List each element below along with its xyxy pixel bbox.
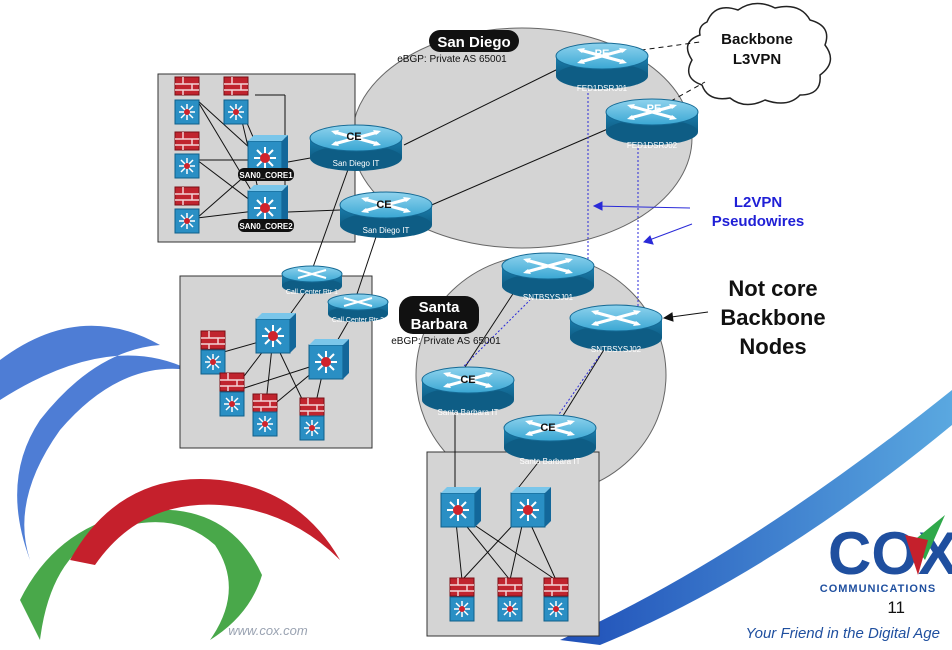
- pseudowire-links: [449, 85, 639, 431]
- website-url: www.cox.com: [228, 623, 308, 638]
- ce-router-san-diego-2-role: CE: [376, 199, 391, 211]
- backbone-l3vpn-cloud: [686, 2, 832, 106]
- not-core-label-line3: Nodes: [739, 334, 806, 359]
- santa-barbara-edge-devices: [449, 577, 569, 622]
- annotation-arrows: [592, 201, 693, 245]
- santa-barbara-site-label-line2: Barbara: [411, 316, 468, 333]
- tagline: Your Friend in the Digital Age: [745, 625, 940, 642]
- core-switch-1-label: SAN0_CORE1: [239, 171, 293, 180]
- not-core-label-line2: Backbone: [720, 305, 825, 330]
- santa-barbara-site-label-line1: Santa: [419, 299, 461, 316]
- call-center-router-1-name: Call Center Rtr 1: [286, 289, 338, 296]
- san-diego-site-label: San Diego: [437, 34, 510, 51]
- l2vpn-label: L2VPN: [734, 194, 782, 211]
- backbone-label-line2: L3VPN: [733, 51, 781, 68]
- santa-barbara-node-2-name: SNTBSYSJ02: [591, 345, 642, 354]
- pe-router-2-role: PE: [647, 103, 662, 115]
- backbone-label-line1: Backbone: [721, 31, 793, 48]
- cox-logo-subtitle: COMMUNICATIONS: [820, 583, 936, 595]
- ce-router-santa-barbara-1-role: CE: [460, 374, 475, 386]
- page-number: 11: [887, 598, 905, 617]
- ce-router-san-diego-1-name: San Diego IT: [333, 159, 380, 168]
- san-diego-bgp-label: eBGP: Private AS 65001: [397, 54, 507, 65]
- not-core-arrow: [662, 311, 709, 322]
- background-decoration: [0, 325, 952, 645]
- ce-router-santa-barbara-2-role: CE: [540, 422, 555, 434]
- pseudowires-label: Pseudowires: [712, 213, 805, 230]
- ce-router-san-diego-1-role: CE: [346, 131, 361, 143]
- ce-router-santa-barbara-2-name: Santa Barbara IT: [520, 457, 581, 466]
- santa-barbara-bgp-label: eBGP: Private AS 65001: [391, 336, 501, 347]
- core-switch-2-label: SAN0_CORE2: [239, 222, 293, 231]
- cox-logo: COX COMMUNICATIONS: [820, 515, 952, 595]
- pe-router-1-role: PE: [595, 48, 610, 60]
- not-core-label-line1: Not core: [728, 276, 817, 301]
- ce-router-santa-barbara-1-name: Santa Barbara IT: [438, 408, 499, 417]
- ce-router-san-diego-2-name: San Diego IT: [363, 226, 410, 235]
- pe-router-1-name: FED1DSRJ01: [577, 84, 628, 93]
- pe-router-2-name: FED1DSRJ02: [627, 141, 678, 150]
- santa-barbara-node-1-name: SNTBSYSJ01: [523, 293, 574, 302]
- call-center-router-2-name: Call Center Rtr 2: [332, 317, 384, 324]
